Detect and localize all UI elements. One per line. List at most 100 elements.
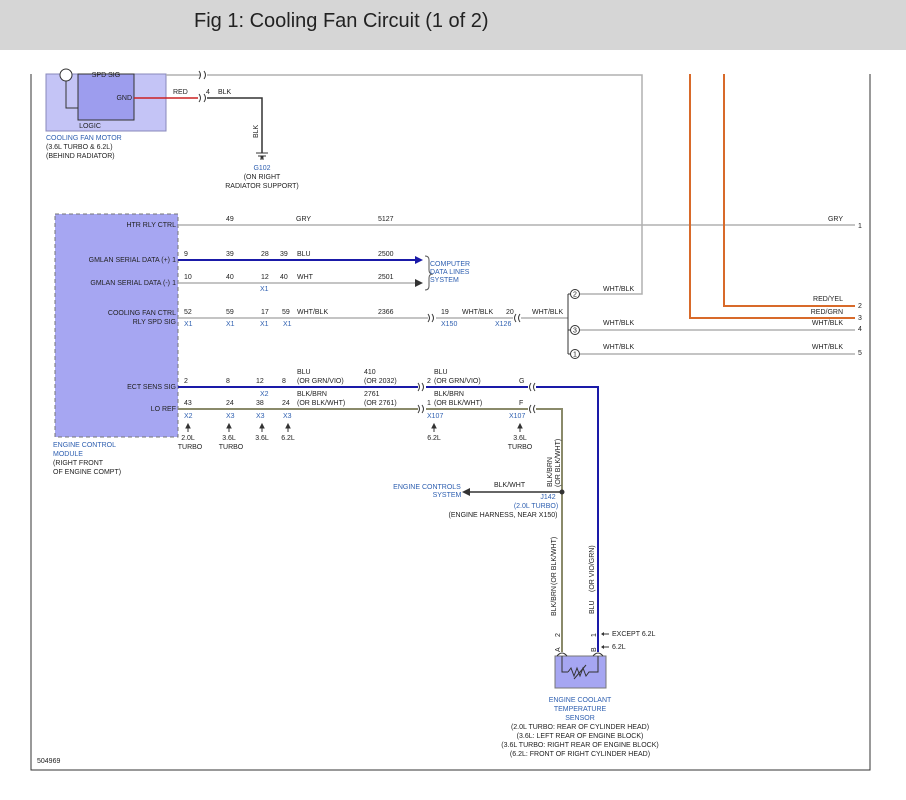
diagram-label: WHT	[297, 274, 314, 281]
diagram-label: (OR BLK/WHT)	[551, 537, 558, 585]
diagram-label: WHT/BLK	[812, 320, 843, 327]
diagram-label: BLU	[297, 251, 311, 258]
diagram-label: 3.6L	[255, 435, 269, 442]
diagram-label: 2761	[364, 391, 380, 398]
diagram-label: COOLING FAN CTRL	[108, 310, 176, 317]
diagram-label: GMLAN SERIAL DATA (+)	[89, 257, 170, 264]
diagram-label[interactable]: X3	[283, 413, 292, 420]
diagram-label: 43	[184, 400, 192, 407]
diagram-label: 10	[184, 274, 192, 281]
diagram-label[interactable]: X1	[184, 321, 193, 328]
pin-gnd: GND	[116, 95, 132, 102]
diagram-label: 24	[226, 400, 234, 407]
engine-coolant-temp-sensor: ENGINE COOLANT TEMPERATURE SENSOR (2.0L …	[501, 652, 659, 758]
diagram-label: 20	[506, 309, 514, 316]
connector-x150[interactable]: X150	[441, 321, 457, 328]
diagram-label: 1	[858, 223, 862, 230]
connector-x1[interactable]: X1	[260, 286, 269, 293]
diagram-label[interactable]: X3	[226, 413, 235, 420]
motor-icon	[59, 68, 73, 82]
wire-lo-ref	[178, 408, 563, 652]
computer-data-lines-link[interactable]: COMPUTER	[430, 261, 470, 268]
diagram-label: TURBO	[508, 444, 533, 451]
wire-red-grn	[689, 74, 855, 319]
diagram-label: 19	[441, 309, 449, 316]
diagram-label: 2500	[378, 251, 394, 258]
diagram-label: TURBO	[178, 444, 203, 451]
diagram-label: RLY SPD SIG	[133, 319, 176, 326]
connector-x107-b[interactable]: X107	[509, 413, 525, 420]
diagram-label: (OR GRN/VIO)	[434, 378, 481, 385]
diagram-label: WHT/BLK	[603, 320, 634, 327]
diagram-label: 2	[427, 378, 431, 385]
diagram-label: (2.0L TURBO)	[514, 503, 558, 510]
diagram-label: BLU	[297, 369, 311, 376]
diagram-label: (6.2L: FRONT OF RIGHT CYLINDER HEAD)	[510, 751, 650, 758]
figure-header: Fig 1: Cooling Fan Circuit (1 of 2)	[0, 0, 906, 50]
diagram-label: 2	[573, 292, 577, 299]
diagram-label: OF ENGINE COMPT)	[53, 469, 121, 476]
diagram-label: 9	[184, 251, 188, 258]
wire-ect-sens-sig	[178, 386, 599, 652]
engine-controls-system-link[interactable]: ENGINE CONTROLS	[393, 484, 461, 491]
diagram-label: 59	[282, 309, 290, 316]
diagram-label: GRY	[296, 216, 311, 223]
diagram-label[interactable]: X1	[283, 321, 292, 328]
diagram-label: RED	[173, 89, 188, 96]
diagram-label: BLK/BRN	[551, 586, 558, 616]
diagram-label: GMLAN SERIAL DATA (-)	[90, 280, 170, 287]
diagram-label: 5127	[378, 216, 394, 223]
diagram-label: 2	[555, 633, 562, 637]
diagram-label[interactable]: X2	[260, 391, 269, 398]
diagram-label: HTR RLY CTRL	[126, 222, 176, 229]
diagram-label: SENSOR	[565, 715, 595, 722]
wire-spd-sig	[166, 74, 643, 295]
diagram-label: 1	[172, 280, 176, 287]
diagram-label: BLK/BRN	[297, 391, 327, 398]
diagram-label: 59	[226, 309, 234, 316]
diagram-label: BLK	[218, 89, 232, 96]
diagram-label: BLK/BRN	[547, 457, 554, 487]
diagram-label: (OR GRN/VIO)	[297, 378, 344, 385]
diagram-label: BLU	[589, 600, 596, 614]
diagram-label: 17	[261, 309, 269, 316]
diagram-label: RADIATOR SUPPORT)	[225, 183, 299, 190]
diagram-label: WHT/BLK	[603, 344, 634, 351]
diagram-label: G102	[253, 165, 270, 172]
diagram-label[interactable]: X1	[260, 321, 269, 328]
diagram-label: WHT/BLK	[603, 286, 634, 293]
diagram-label: 8	[226, 378, 230, 385]
ground-g102: G102 (ON RIGHT RADIATOR SUPPORT)	[225, 152, 299, 190]
connector-x107-a[interactable]: X107	[427, 413, 443, 420]
diagram-label: (OR BLK/WHT)	[297, 400, 345, 407]
diagram-label: LO REF	[151, 406, 176, 413]
diagram-label: 2	[184, 378, 188, 385]
diagram-label: 2366	[378, 309, 394, 316]
diagram-label: TEMPERATURE	[554, 706, 607, 713]
diagram-label: 3	[858, 315, 862, 322]
diagram-label: BLK/WHT	[494, 482, 526, 489]
diagram-label: 39	[226, 251, 234, 258]
diagram-label: 4	[858, 326, 862, 333]
diagram-label[interactable]: X1	[226, 321, 235, 328]
diagram-label: 12	[261, 274, 269, 281]
fan-motor-name: COOLING FAN MOTOR	[46, 135, 122, 142]
diagram-label[interactable]: X3	[256, 413, 265, 420]
diagram-label: DATA LINES	[430, 269, 470, 276]
diagram-label: BLU	[434, 369, 448, 376]
diagram-label: (OR VIO/GRN)	[589, 545, 596, 592]
diagram-label: 40	[226, 274, 234, 281]
diagram-label: WHT/BLK	[812, 344, 843, 351]
diagram-label: (OR BLK/WHT)	[555, 439, 562, 487]
diagram-label: 2.0L	[181, 435, 195, 442]
fan-motor-location: (BEHIND RADIATOR)	[46, 153, 115, 160]
diagram-label: (ENGINE HARNESS, NEAR X150)	[449, 512, 558, 519]
diagram-label: 8	[282, 378, 286, 385]
connector-x126[interactable]: X126	[495, 321, 511, 328]
diagram-label[interactable]: X2	[184, 413, 193, 420]
diagram-label: BLK	[253, 124, 260, 138]
diagram-label: 40	[280, 274, 288, 281]
cooling-fan-motor: SPD SIG GND LOGIC COOLING FAN MOTOR (3.6…	[45, 68, 167, 160]
diagram-label: WHT/BLK	[532, 309, 563, 316]
